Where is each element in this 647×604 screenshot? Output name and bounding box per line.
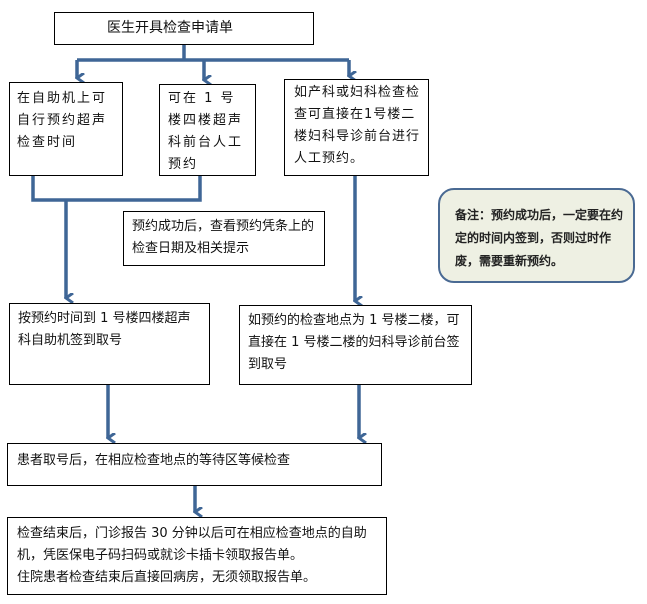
self-service-box: 在自助机上可自行预约超声检查时间 (9, 82, 123, 176)
checkin-left-box: 按预约时间到 1 号楼四楼超声科自助机签到取号 (9, 303, 210, 385)
connector-merge-left (31, 175, 202, 202)
self-service-text: 在自助机上可自行预约超声检查时间 (17, 91, 108, 150)
checkin-right-box: 如预约的检查地点为 1 号楼二楼，可直接在 1 号楼二楼的妇科导诊前台签到取号 (239, 305, 472, 385)
obgyn-text: 如产科或妇科检查检查可直接在1号楼二楼妇科导诊前台进行人工预约。 (294, 85, 421, 166)
report-text-line2: 住院患者检查结束后直接回病房，无须领取报告单。 (17, 570, 317, 585)
obgyn-box: 如产科或妇科检查检查可直接在1号楼二楼妇科导诊前台进行人工预约。 (284, 79, 429, 176)
manual-4f-box: 可在 1 号楼四楼超声科前台人工预约 (159, 84, 256, 176)
waiting-box: 患者取号后，在相应检查地点的等待区等候检查 (7, 443, 382, 486)
after-booking-text: 预约成功后，查看预约凭条上的检查日期及相关提示 (132, 219, 315, 256)
report-text-line1: 检查结束后，门诊报告 30 分钟以后可在相应检查地点的自助机，凭医保电子码扫码或… (17, 526, 367, 563)
report-box: 检查结束后，门诊报告 30 分钟以后可在相应检查地点的自助机，凭医保电子码扫码或… (7, 517, 387, 595)
checkin-left-text: 按预约时间到 1 号楼四楼超声科自助机签到取号 (18, 311, 191, 348)
title-text: 医生开具检查申请单 (107, 20, 233, 36)
after-booking-box: 预约成功后，查看预约凭条上的检查日期及相关提示 (123, 211, 325, 266)
title-box: 医生开具检查申请单 (54, 12, 314, 45)
manual-4f-text: 可在 1 号楼四楼超声科前台人工预约 (168, 91, 244, 172)
waiting-text: 患者取号后，在相应检查地点的等待区等候检查 (17, 453, 291, 468)
note-box: 备注：预约成功后，一定要在约定的时间内签到，否则过时作废，需要重新预约。 (438, 188, 635, 283)
note-text: 备注：预约成功后，一定要在约定的时间内签到，否则过时作废，需要重新预约。 (455, 208, 624, 268)
checkin-right-text: 如预约的检查地点为 1 号楼二楼，可直接在 1 号楼二楼的妇科导诊前台签到取号 (248, 313, 460, 372)
